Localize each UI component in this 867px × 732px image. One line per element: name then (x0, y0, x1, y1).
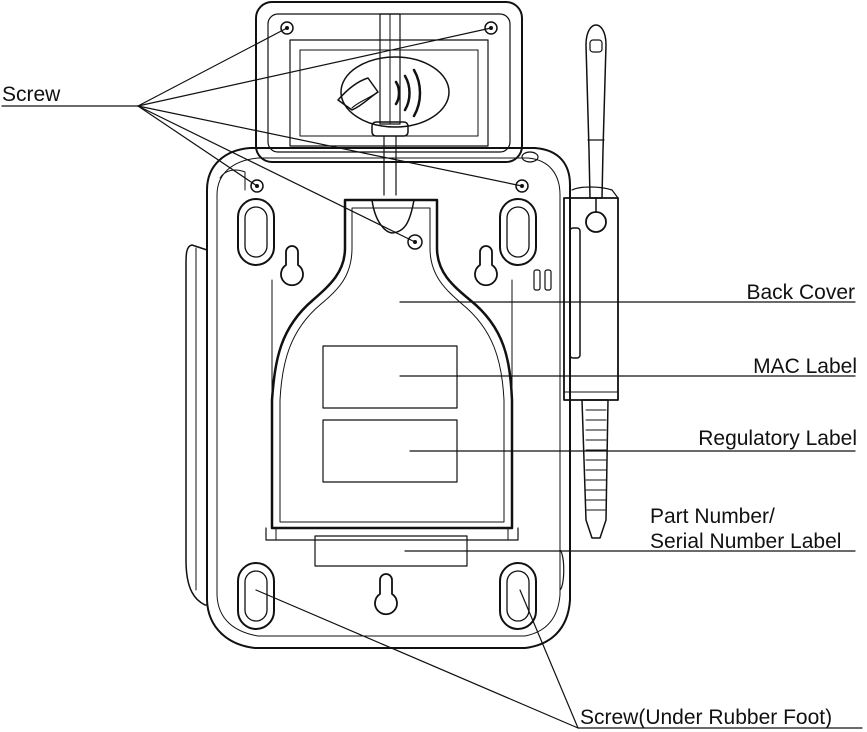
screw-callout: Screw (2, 83, 61, 106)
keyhole-slots (280, 245, 498, 616)
screw-under-foot-callout: Screw(Under Rubber Foot) (580, 706, 833, 729)
contactless-reader (255, 1, 523, 196)
leader-lines (1, 27, 863, 729)
left-side-bump (185, 244, 208, 606)
stylus-and-holder (563, 24, 619, 539)
part-number-callout-line2: Serial Number Label (650, 530, 842, 553)
back-cover-callout: Back Cover (746, 281, 855, 304)
part-number-callout-line1: Part Number/ (650, 505, 775, 528)
rubber-feet (237, 198, 537, 630)
mac-label-callout: MAC Label (753, 355, 857, 378)
regulatory-label-callout: Regulatory Label (698, 427, 857, 450)
